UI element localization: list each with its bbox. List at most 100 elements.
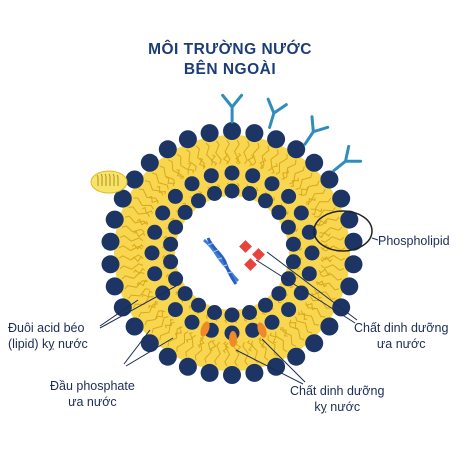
inner-outer-tail	[298, 187, 308, 196]
outer-head	[320, 170, 339, 189]
inner-outer-head	[245, 168, 261, 184]
inner-outer-tail	[142, 206, 153, 214]
inner-outer-head	[167, 188, 183, 204]
outer-tail	[121, 225, 145, 233]
inner-outer-tail	[320, 256, 333, 263]
outer-tail	[138, 303, 158, 318]
inner-outer-head	[167, 302, 183, 318]
inner-outer-head	[184, 176, 200, 192]
inner-outer-tail	[222, 152, 230, 165]
inner-outer-head	[147, 266, 163, 282]
inner-outer-tail	[137, 218, 149, 226]
inner-head	[207, 186, 222, 201]
inner-head	[258, 297, 273, 313]
outer-head	[140, 153, 159, 172]
outer-tail	[159, 165, 175, 184]
hydrophobic-line-1: Chất dinh dưỡng	[290, 384, 385, 398]
inner-head	[224, 307, 240, 323]
outer-head	[178, 130, 197, 149]
diagram-title: MÔI TRƯỜNG NƯỚC BÊN NGOÀI	[145, 40, 315, 80]
inner-outer-tail	[136, 279, 148, 287]
phosphate-head-line-2: ưa nước	[68, 395, 117, 409]
hydrophilic-nutrient-icon	[239, 240, 265, 271]
outer-head	[223, 122, 241, 140]
outer-head	[267, 357, 286, 376]
outer-tail	[167, 326, 182, 347]
outer-head	[113, 189, 132, 208]
outer-tail	[233, 342, 240, 367]
title-line-2: BÊN NGOÀI	[183, 61, 277, 78]
inner-head	[207, 305, 222, 320]
inner-outer-head	[245, 322, 261, 338]
inner-outer-tail	[133, 230, 146, 238]
outer-tail	[320, 264, 345, 271]
inner-outer-tail	[311, 208, 323, 216]
inner-outer-tail	[210, 154, 218, 167]
outer-head	[344, 232, 363, 251]
inner-head	[191, 297, 206, 313]
inner-outer-tail	[305, 302, 316, 311]
outer-tail	[119, 235, 144, 242]
inner-outer-tail	[187, 162, 195, 174]
inner-outer-tail	[222, 341, 229, 354]
outer-tail	[144, 310, 163, 326]
inner-outer-tail	[148, 300, 159, 309]
lipid-cluster-icon	[90, 170, 128, 194]
outer-head	[340, 277, 359, 296]
inner-head	[168, 219, 184, 235]
inner-head	[191, 193, 206, 209]
outer-tail	[204, 340, 212, 364]
inner-head	[177, 204, 193, 220]
outer-tail	[267, 335, 278, 357]
outer-tail	[124, 215, 148, 225]
outer-tail	[233, 139, 240, 164]
inner-outer-tail	[185, 332, 193, 343]
leader-lines	[99, 237, 379, 385]
hydrophobic-nutrient-icon	[200, 321, 267, 347]
outer-tail	[133, 197, 154, 210]
inner-outer-tail	[148, 195, 159, 204]
outer-tail	[310, 197, 332, 210]
outer-head	[158, 140, 177, 159]
inner-head	[285, 254, 301, 270]
outer-tail	[224, 342, 231, 367]
inner-outer-head	[224, 165, 240, 181]
outer-head	[332, 189, 351, 208]
inner-outer-tail	[289, 319, 298, 329]
inner-outer-tail	[176, 169, 185, 180]
inner-outer-tail	[269, 332, 277, 344]
outer-tail	[282, 327, 297, 347]
inner-outer-tail	[174, 326, 183, 337]
outer-head	[287, 140, 306, 159]
inner-outer-tail	[279, 326, 288, 337]
fatty-tail-line-1: Đuôi acid béo	[8, 321, 85, 335]
outer-tail	[321, 245, 346, 252]
inner-outer-tail	[209, 339, 217, 352]
inner-outer-tail	[141, 290, 153, 298]
inner-outer-tail	[290, 177, 299, 187]
outer-tail	[242, 341, 249, 366]
inner-outer-tail	[271, 163, 279, 174]
outer-head	[305, 334, 324, 353]
hydrophilic-line-1: Chất dinh dưỡng	[354, 321, 449, 335]
hydrophilic-line-2: ưa nước	[376, 337, 426, 351]
outer-tail	[119, 263, 144, 270]
outer-head	[178, 357, 197, 376]
outer-tail	[128, 288, 150, 299]
outer-tail	[260, 145, 270, 169]
phosphate-heads	[101, 122, 363, 384]
outer-tail	[306, 188, 326, 203]
inner-head	[271, 204, 287, 220]
label-phosphate-head: Đầu phosphate ưa nước	[50, 378, 135, 410]
outer-head	[305, 153, 324, 172]
inner-outer-tail	[315, 280, 327, 288]
outer-tail	[320, 236, 345, 243]
outer-tail	[214, 341, 221, 366]
outer-tail	[321, 254, 346, 261]
outer-tail	[319, 273, 343, 281]
inner-outer-tail	[318, 231, 331, 239]
outer-tail	[195, 145, 205, 168]
outer-head	[200, 124, 219, 143]
inner-outer-head	[155, 205, 171, 221]
receptor-icon	[303, 115, 330, 146]
